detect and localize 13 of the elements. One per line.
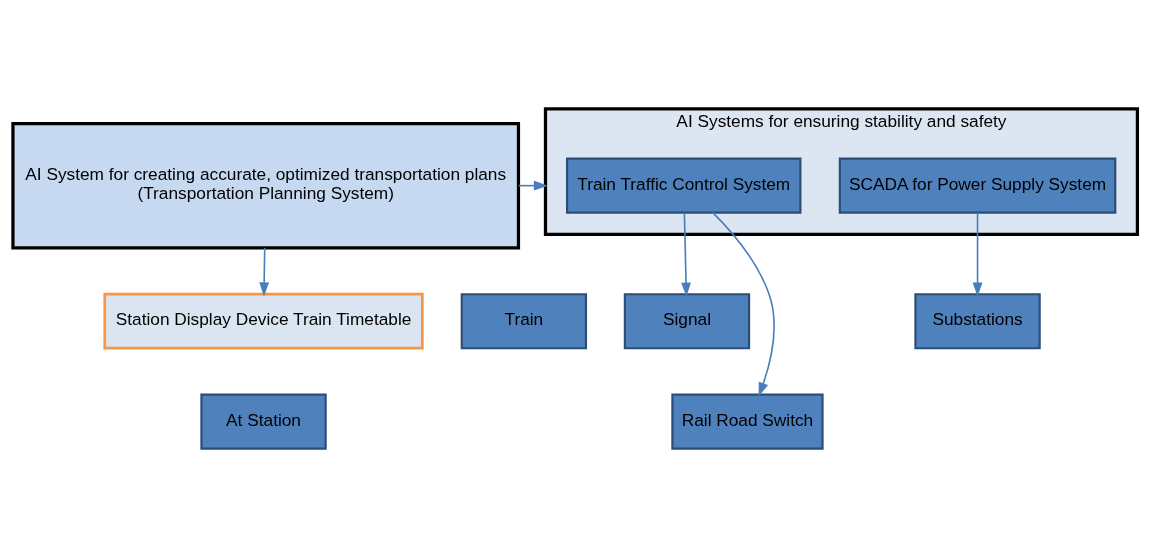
arrow xyxy=(972,211,983,297)
node-box: At Station xyxy=(200,393,327,450)
arrow xyxy=(681,211,691,297)
node-box: AI System for creating accurate, optimized transportation plans (Transportation Planning System) xyxy=(11,121,521,250)
node-box: Train xyxy=(460,293,588,350)
node-box: Rail Road Switch xyxy=(671,393,824,450)
node-box: Station Display Device Train Timetable xyxy=(103,292,424,350)
node-box: Substations xyxy=(914,293,1041,350)
node-box: SCADA for Power Supply System xyxy=(838,157,1117,214)
node-box: Signal xyxy=(623,293,751,350)
arrow xyxy=(259,247,270,297)
node-box: Train Traffic Control System xyxy=(566,157,802,214)
arrow xyxy=(712,211,775,397)
